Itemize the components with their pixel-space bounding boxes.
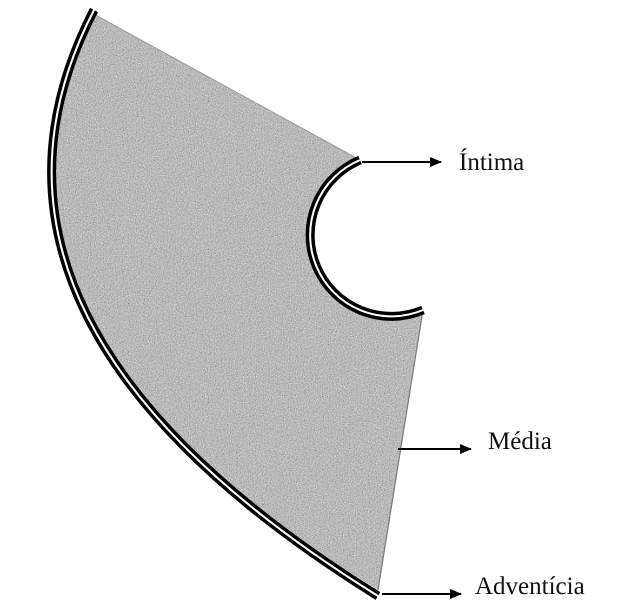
media-label: Média	[488, 428, 552, 455]
intima-label: Íntima	[459, 148, 524, 176]
adventicia-label: Adventícia	[475, 573, 585, 600]
